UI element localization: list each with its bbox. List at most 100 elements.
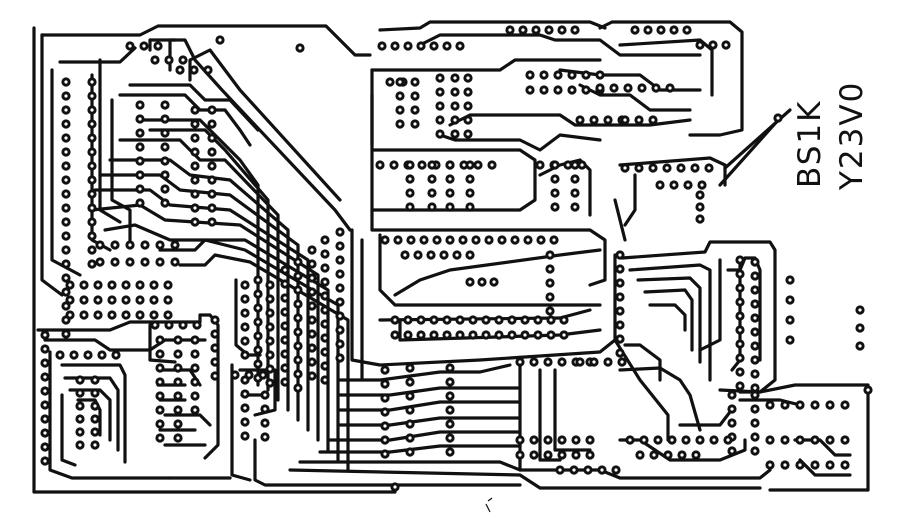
drill-hole — [432, 44, 436, 48]
drill-hole — [210, 108, 214, 112]
drill-hole — [468, 177, 472, 181]
drill-hole — [206, 68, 210, 72]
drill-hole — [193, 178, 197, 182]
drill-hole — [96, 313, 100, 317]
drill-hole — [163, 187, 167, 191]
drill-hole — [296, 344, 300, 348]
drill-hole — [43, 459, 47, 463]
drill-hole — [448, 450, 452, 454]
drill-hole — [670, 438, 674, 442]
drill-hole — [93, 378, 97, 382]
drill-hole — [753, 386, 757, 390]
drill-hole — [600, 468, 604, 472]
drill-hole — [398, 94, 402, 98]
drill-hole — [100, 353, 104, 357]
drill-hole — [158, 408, 162, 412]
drill-hole — [392, 163, 396, 167]
drill-hole — [578, 360, 582, 364]
drill-hole — [256, 334, 260, 338]
drill-hole — [521, 28, 525, 32]
drill-hole — [409, 238, 413, 242]
drill-hole — [598, 73, 602, 77]
pcb-pads — [40, 25, 873, 492]
drill-hole — [640, 86, 644, 90]
drill-hole — [58, 353, 62, 357]
drill-hole — [574, 438, 578, 442]
drill-hole — [296, 358, 300, 362]
drill-hole — [618, 309, 622, 313]
drill-hole — [64, 290, 68, 294]
drill-hole — [176, 394, 180, 398]
drill-hole — [592, 118, 596, 122]
drill-hole — [435, 238, 439, 242]
drill-hole — [432, 318, 436, 322]
drill-hole — [430, 205, 434, 209]
drill-hole — [323, 308, 327, 312]
drill-hole — [592, 360, 596, 364]
drill-hole — [152, 283, 156, 287]
drill-hole — [573, 191, 577, 195]
drill-hole — [730, 421, 734, 425]
drill-hole — [738, 342, 742, 346]
drill-hole — [64, 220, 68, 224]
drill-hole — [798, 463, 802, 467]
drill-hole — [43, 431, 47, 435]
drill-hole — [193, 150, 197, 154]
drill-hole — [448, 394, 452, 398]
drill-hole — [458, 318, 462, 322]
drill-hole — [193, 408, 197, 412]
drill-hole — [268, 311, 272, 315]
drill-hole — [263, 421, 267, 425]
drill-hole — [536, 318, 540, 322]
drill-hole — [618, 323, 622, 327]
drill-hole — [471, 333, 475, 337]
drill-hole — [124, 283, 128, 287]
drill-hole — [466, 104, 470, 108]
drill-hole — [606, 360, 610, 364]
drill-hole — [430, 163, 434, 167]
drill-hole — [138, 313, 142, 317]
drill-hole — [43, 333, 47, 337]
drill-hole — [90, 150, 94, 154]
drill-hole — [43, 417, 47, 421]
board-label-line2: Y23V0 — [834, 81, 870, 191]
drill-hole — [560, 438, 564, 442]
drill-hole — [138, 159, 142, 163]
drill-hole — [256, 376, 260, 380]
drill-hole — [110, 283, 114, 287]
drill-hole — [453, 118, 457, 122]
drill-hole — [128, 243, 132, 247]
drill-hole — [580, 163, 584, 167]
drill-hole — [476, 163, 480, 167]
drill-hole — [93, 430, 97, 434]
drill-hole — [528, 88, 532, 92]
drill-hole — [96, 298, 100, 302]
drill-hole — [78, 417, 82, 421]
drill-hole — [408, 422, 412, 426]
drill-hole — [408, 394, 412, 398]
drill-hole — [72, 353, 76, 357]
drill-hole — [828, 403, 832, 407]
registration-mark — [485, 497, 493, 513]
drill-hole — [296, 386, 300, 390]
drill-hole — [283, 268, 287, 272]
drill-hole — [538, 163, 542, 167]
drill-hole — [548, 295, 552, 299]
drill-hole — [484, 333, 488, 337]
drill-hole — [556, 73, 560, 77]
drill-hole — [700, 183, 704, 187]
drill-hole — [548, 267, 552, 271]
drill-hole — [573, 28, 577, 32]
drill-hole — [448, 366, 452, 370]
drill-hole — [310, 346, 314, 350]
drill-hole — [113, 243, 117, 247]
drill-hole — [768, 403, 772, 407]
drill-hole — [268, 325, 272, 329]
drill-hole — [526, 238, 530, 242]
pcb-traces — [32, 20, 870, 494]
drill-hole — [753, 274, 757, 278]
drill-hole — [618, 253, 622, 257]
drill-hole — [158, 366, 162, 370]
drill-hole — [738, 356, 742, 360]
